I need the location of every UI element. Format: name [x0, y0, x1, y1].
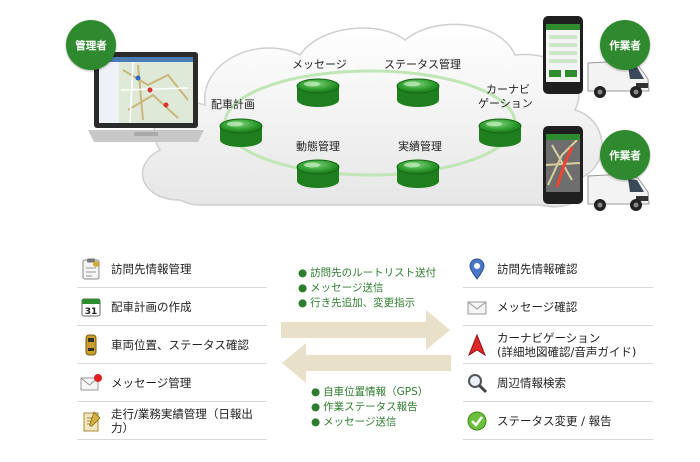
list-item: メッセージ確認: [463, 288, 653, 326]
list-item: 走行/業務実績管理（日報出力）: [77, 402, 267, 440]
disk-carnavi: [478, 118, 522, 147]
to-admin-messages: ●自車位置情報（GPS） ●作業ステータス報告 ●メッセージ送信: [311, 386, 429, 428]
node-carnavi-label-1: カーナビ: [486, 83, 530, 96]
admin-function-list: 訪問先情報管理 31 配車計画の作成 車両位置、ステータス確認 メッセージ管理 …: [77, 250, 267, 440]
node-results-label: 実績管理: [398, 140, 442, 153]
list-item: メッセージ管理: [77, 364, 267, 402]
worker-badge-top: 作業者: [600, 20, 650, 70]
arrow-to-worker: [281, 310, 450, 350]
list-item: 31 配車計画の作成: [77, 288, 267, 326]
van-image-top: [587, 60, 650, 98]
phone-image-bottom: [543, 126, 583, 204]
check-icon: [465, 409, 489, 433]
list-item: ステータス変更 / 報告: [463, 402, 653, 440]
disk-status: [396, 78, 440, 107]
list-item: 訪問先情報確認: [463, 250, 653, 288]
node-message-label: メッセージ: [292, 58, 347, 71]
disk-message: [296, 78, 340, 107]
disk-tracking: [296, 159, 340, 188]
to-worker-messages: ●訪問先のルートリスト送付 ●メッセージ送信 ●行き先追加、変更指示: [298, 267, 437, 309]
vehicle-icon: [79, 333, 103, 357]
report-icon: [79, 409, 103, 433]
arrow-to-admin: [282, 343, 451, 383]
admin-badge: 管理者: [66, 20, 116, 70]
list-item: カーナビゲーション(詳細地図確認/音声ガイド): [463, 326, 653, 364]
clipboard-icon: [79, 257, 103, 281]
worker-badge-bottom: 作業者: [600, 130, 650, 180]
envelope-icon: [465, 295, 489, 319]
disk-dispatch: [219, 118, 263, 147]
node-dispatch-label: 配車計画: [211, 98, 255, 111]
svg-text:31: 31: [85, 307, 98, 317]
node-carnavi-label-2: ゲーション: [478, 97, 533, 110]
list-item: 車両位置、ステータス確認: [77, 326, 267, 364]
worker-function-list: 訪問先情報確認 メッセージ確認 カーナビゲーション(詳細地図確認/音声ガイド) …: [463, 250, 653, 440]
list-item: 周辺情報検索: [463, 364, 653, 402]
magnifier-icon: [465, 371, 489, 395]
map-pin-icon: [465, 257, 489, 281]
mail-alert-icon: [79, 371, 103, 395]
disk-layer: [219, 78, 522, 188]
disk-results: [396, 159, 440, 188]
node-tracking-label: 動態管理: [296, 140, 340, 153]
phone-image-top: [543, 16, 583, 94]
calendar-icon: 31: [79, 295, 103, 319]
laptop-image: [88, 52, 204, 142]
list-item: 訪問先情報管理: [77, 250, 267, 288]
navigation-arrow-icon: [465, 333, 489, 357]
arrow-layer: [281, 310, 451, 383]
node-status-label: ステータス管理: [384, 58, 461, 71]
